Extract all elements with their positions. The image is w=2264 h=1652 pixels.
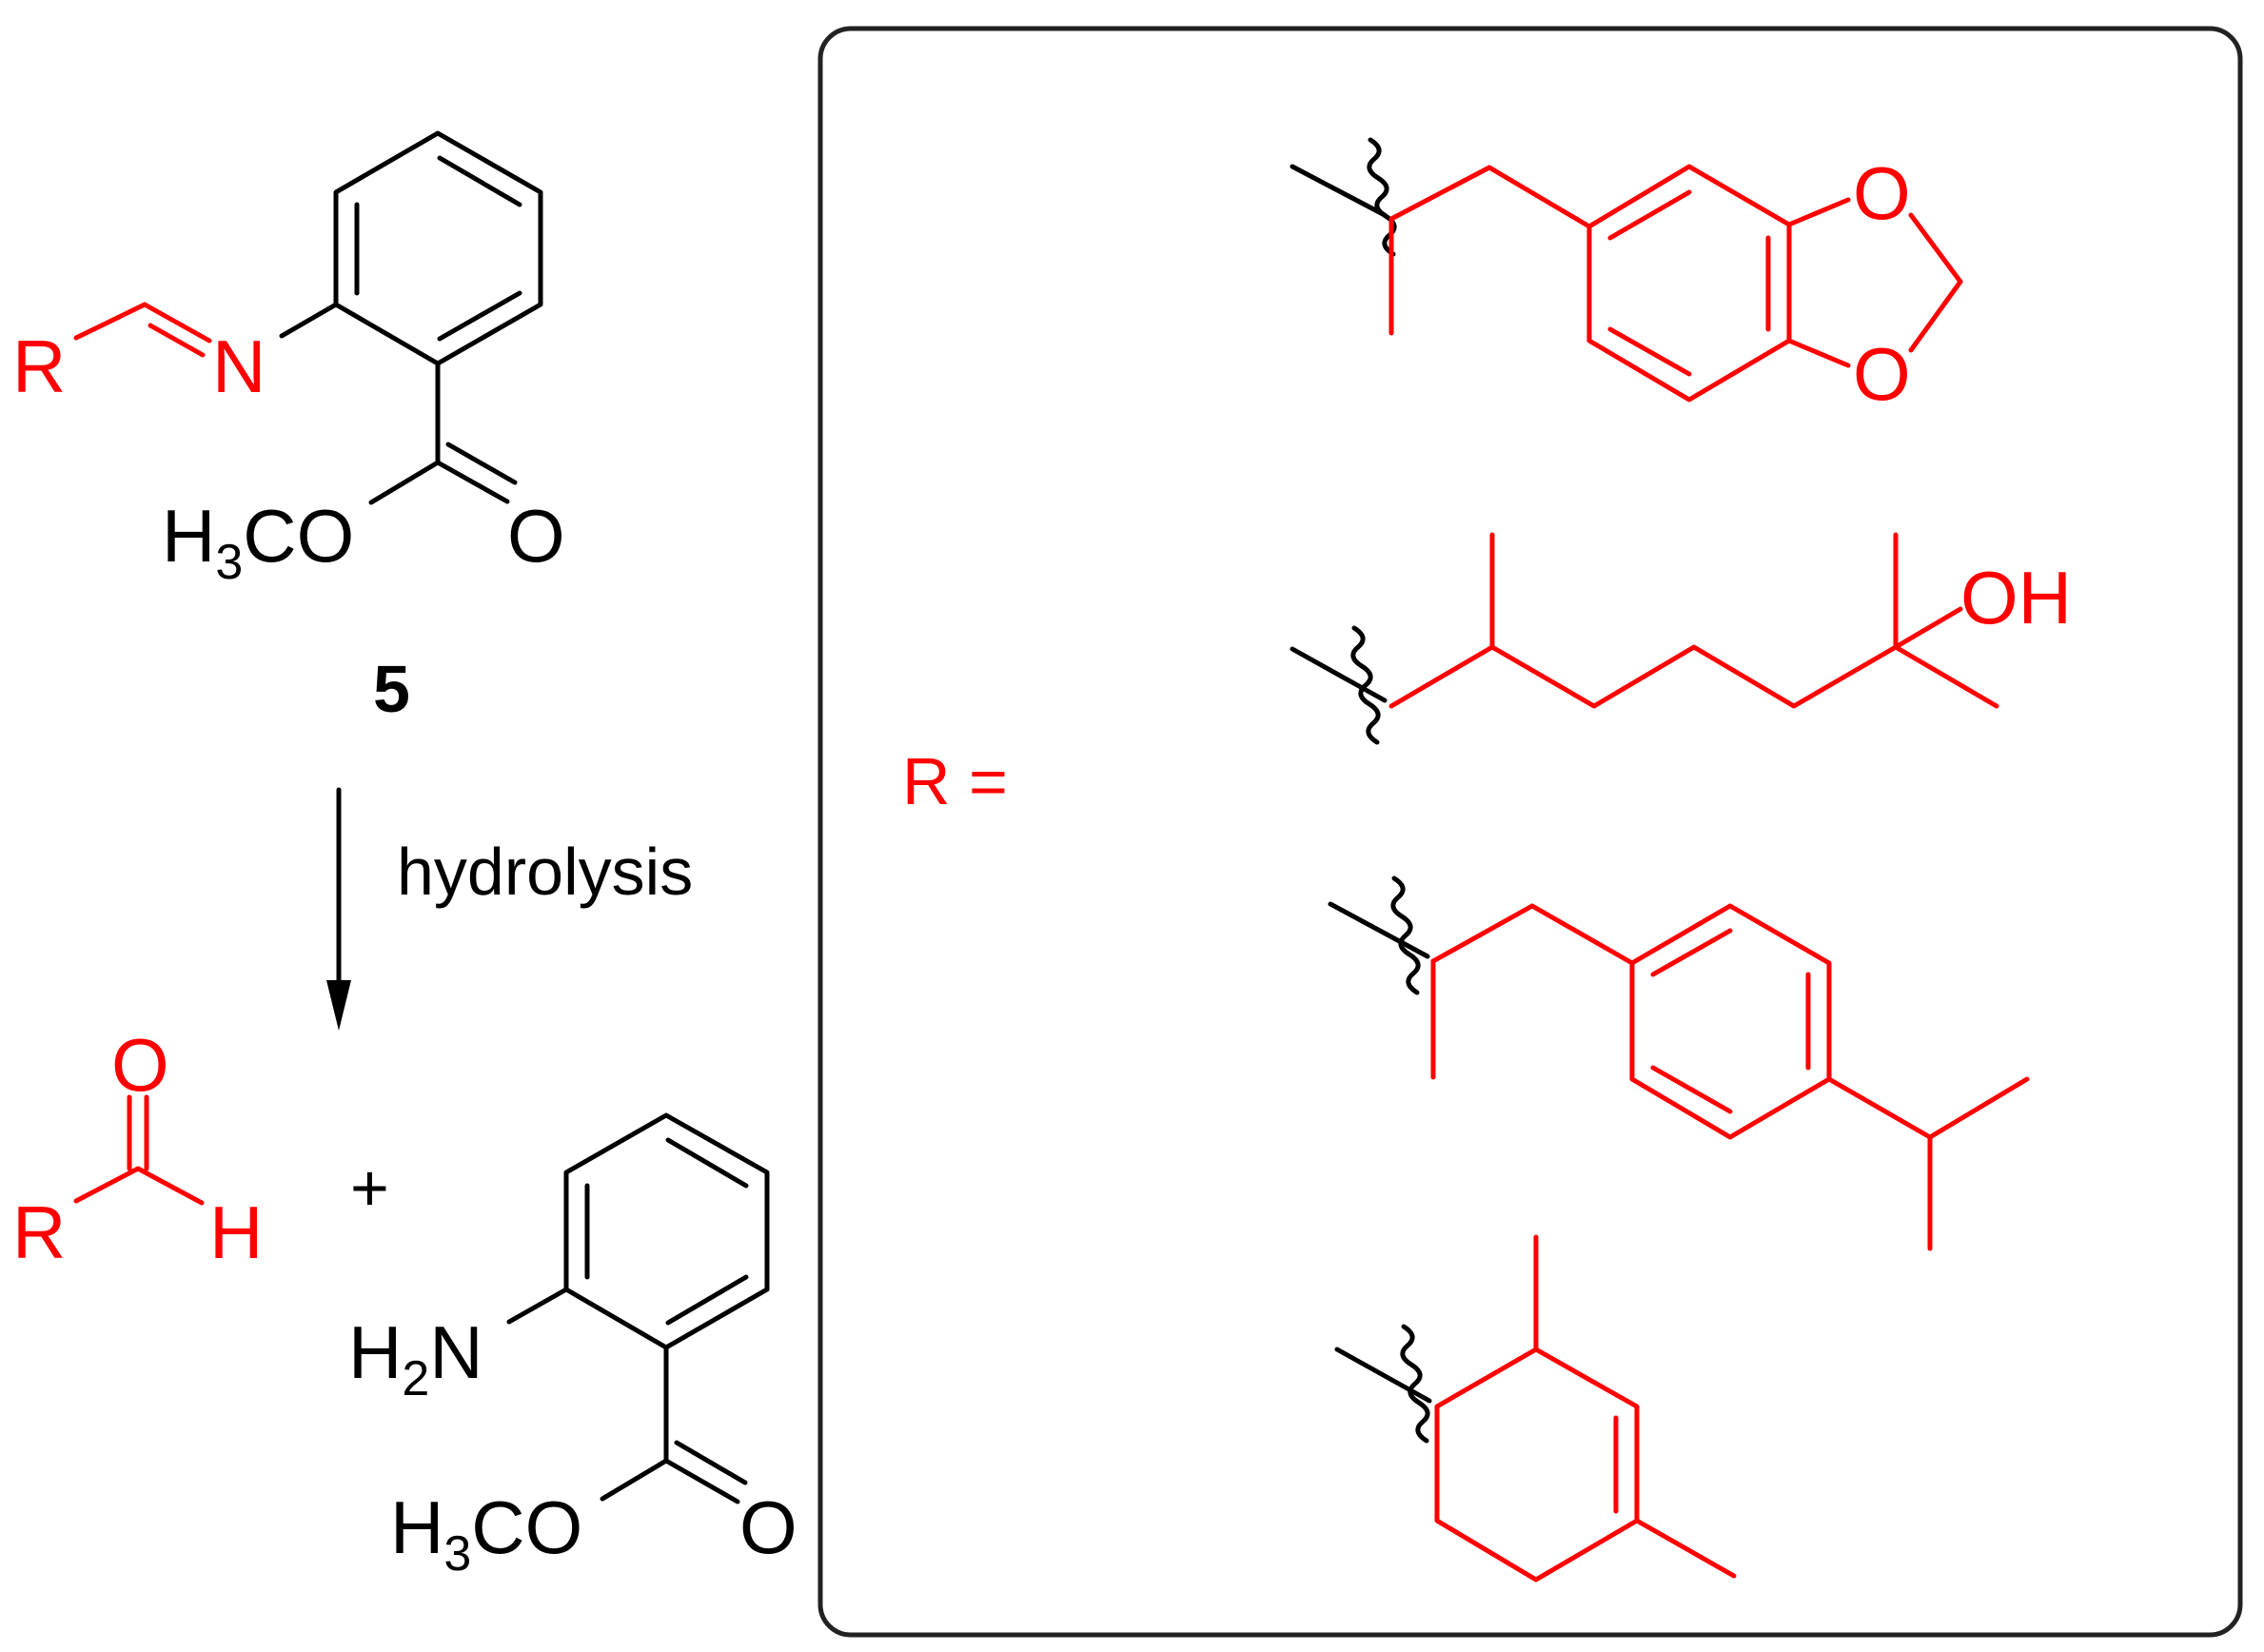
hydroxyl-label: OH [1960,556,2072,639]
amine-label: H2N [348,1310,483,1406]
arrow-head [326,980,351,1031]
attachment-wavy-icon [1400,1324,1430,1444]
r-equals-label: R = [902,744,1008,818]
substituent-3-isopropylphenyl [1328,875,2030,1251]
substituent-1-benzodioxolyl: O O [1289,137,1963,416]
dioxole-o-top: O [1853,151,1911,235]
dioxole-o-bottom: O [1853,332,1911,416]
r-ch-bond [73,302,148,341]
n-aryl-bond [279,302,339,339]
reaction-arrow [326,787,351,1031]
substituent-4-dimethylcyclohexenyl [1334,1234,1737,1583]
ester-o-bond [368,460,441,505]
aldehyde-r-label: R [12,1190,66,1274]
imine-double-bond [142,302,212,344]
imine-double-bond-2 [148,323,206,358]
compound-5-benzene-ring [333,130,543,366]
attachment-wavy-icon [1350,625,1381,745]
compound-number-label: 5 [373,652,410,726]
imine-n-label: N [212,324,266,408]
carbonyl-o-label: O [507,494,565,578]
ester-methoxy-label: H3CO [162,494,354,590]
carbonyl-double-bond-2 [445,442,518,485]
attachment-wavy-icon [1390,875,1421,995]
product-ester-methoxy-label: H3CO [390,1485,582,1582]
aldehyde-h-label: H [209,1190,263,1274]
reagent-label: hydrolysis [397,835,693,909]
methyl-anthranilate-product: H2N H3CO O [348,1112,797,1582]
plus-sign: + [350,1150,389,1225]
substituent-2-hydroxydimethyloctyl: OH [1289,532,2072,745]
product-carbonyl-o-label: O [739,1485,797,1569]
compound-5-structure: R N H3CO O 5 [12,130,565,726]
reactant-r-label: R [12,324,66,408]
aldehyde-o-label: O [111,1023,169,1107]
substituent-panel-frame [817,26,2243,1638]
carbonyl-double-bond [435,460,510,504]
aldehyde-product: O R H [12,1023,263,1274]
